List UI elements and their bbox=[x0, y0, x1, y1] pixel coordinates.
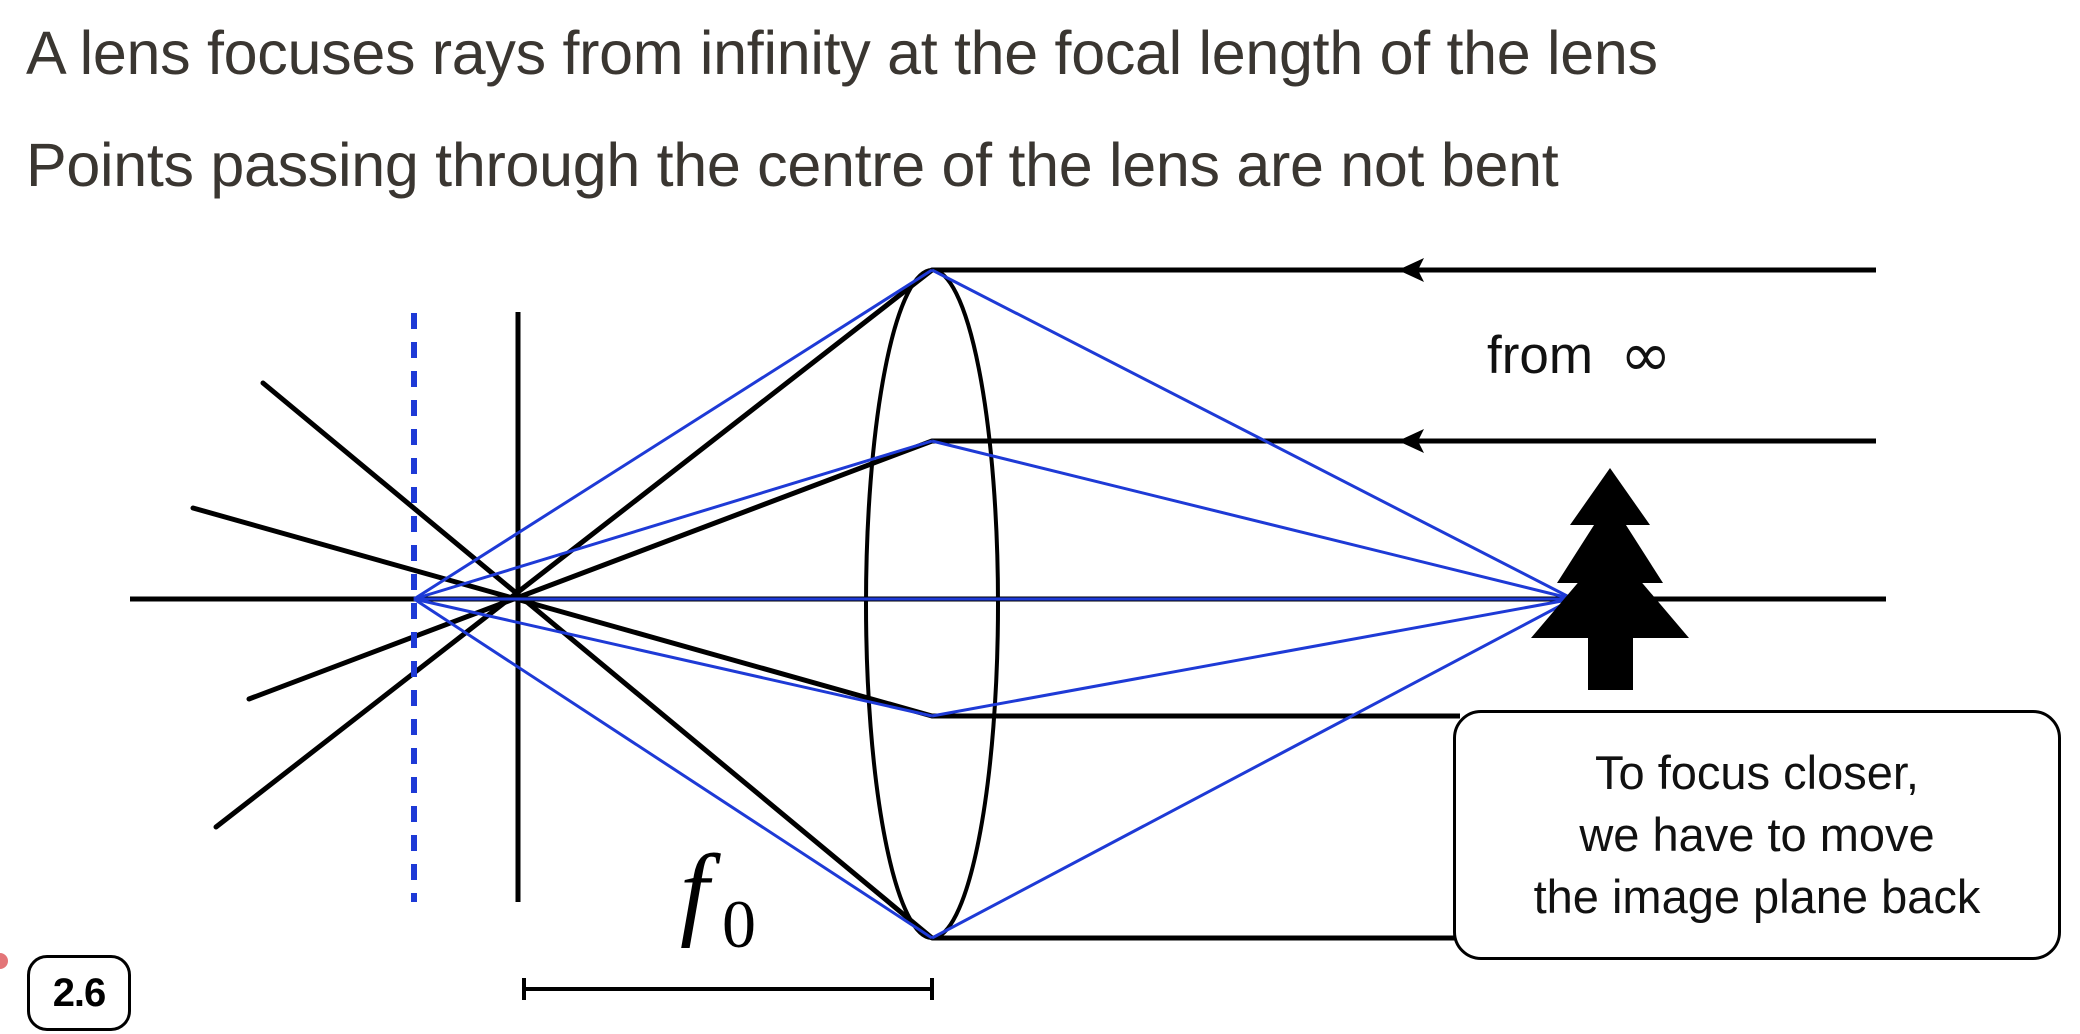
slide-number-badge: 2.6 bbox=[27, 955, 131, 1031]
infinity-label: from bbox=[1487, 326, 1593, 385]
corner-mark bbox=[0, 953, 8, 969]
tree-icon bbox=[1531, 468, 1689, 690]
black-rays bbox=[190, 267, 935, 941]
infinity-symbol: ∞ bbox=[1620, 318, 1672, 391]
focal-length-subscript: 0 bbox=[722, 886, 756, 962]
blue-rays-image-side bbox=[413, 268, 933, 940]
focal-length-bracket bbox=[522, 978, 934, 1000]
callout-box: To focus closer, we have to move the ima… bbox=[1453, 710, 2061, 960]
callout-line-2: we have to move bbox=[1579, 808, 1935, 861]
heading-line-1: A lens focuses rays from infinity at the… bbox=[26, 19, 1658, 87]
callout-line-3: the image plane back bbox=[1533, 870, 1981, 923]
blue-rays-object-side bbox=[414, 268, 1574, 940]
lens-outline bbox=[864, 268, 1000, 940]
arrowhead-left-icon bbox=[1398, 258, 1424, 282]
heading-line-2: Points passing through the centre of the… bbox=[26, 131, 1559, 199]
arrowhead-left-icon bbox=[1398, 429, 1424, 453]
callout-line-1: To focus closer, bbox=[1595, 746, 1919, 799]
focal-length-symbol: f bbox=[680, 834, 709, 949]
